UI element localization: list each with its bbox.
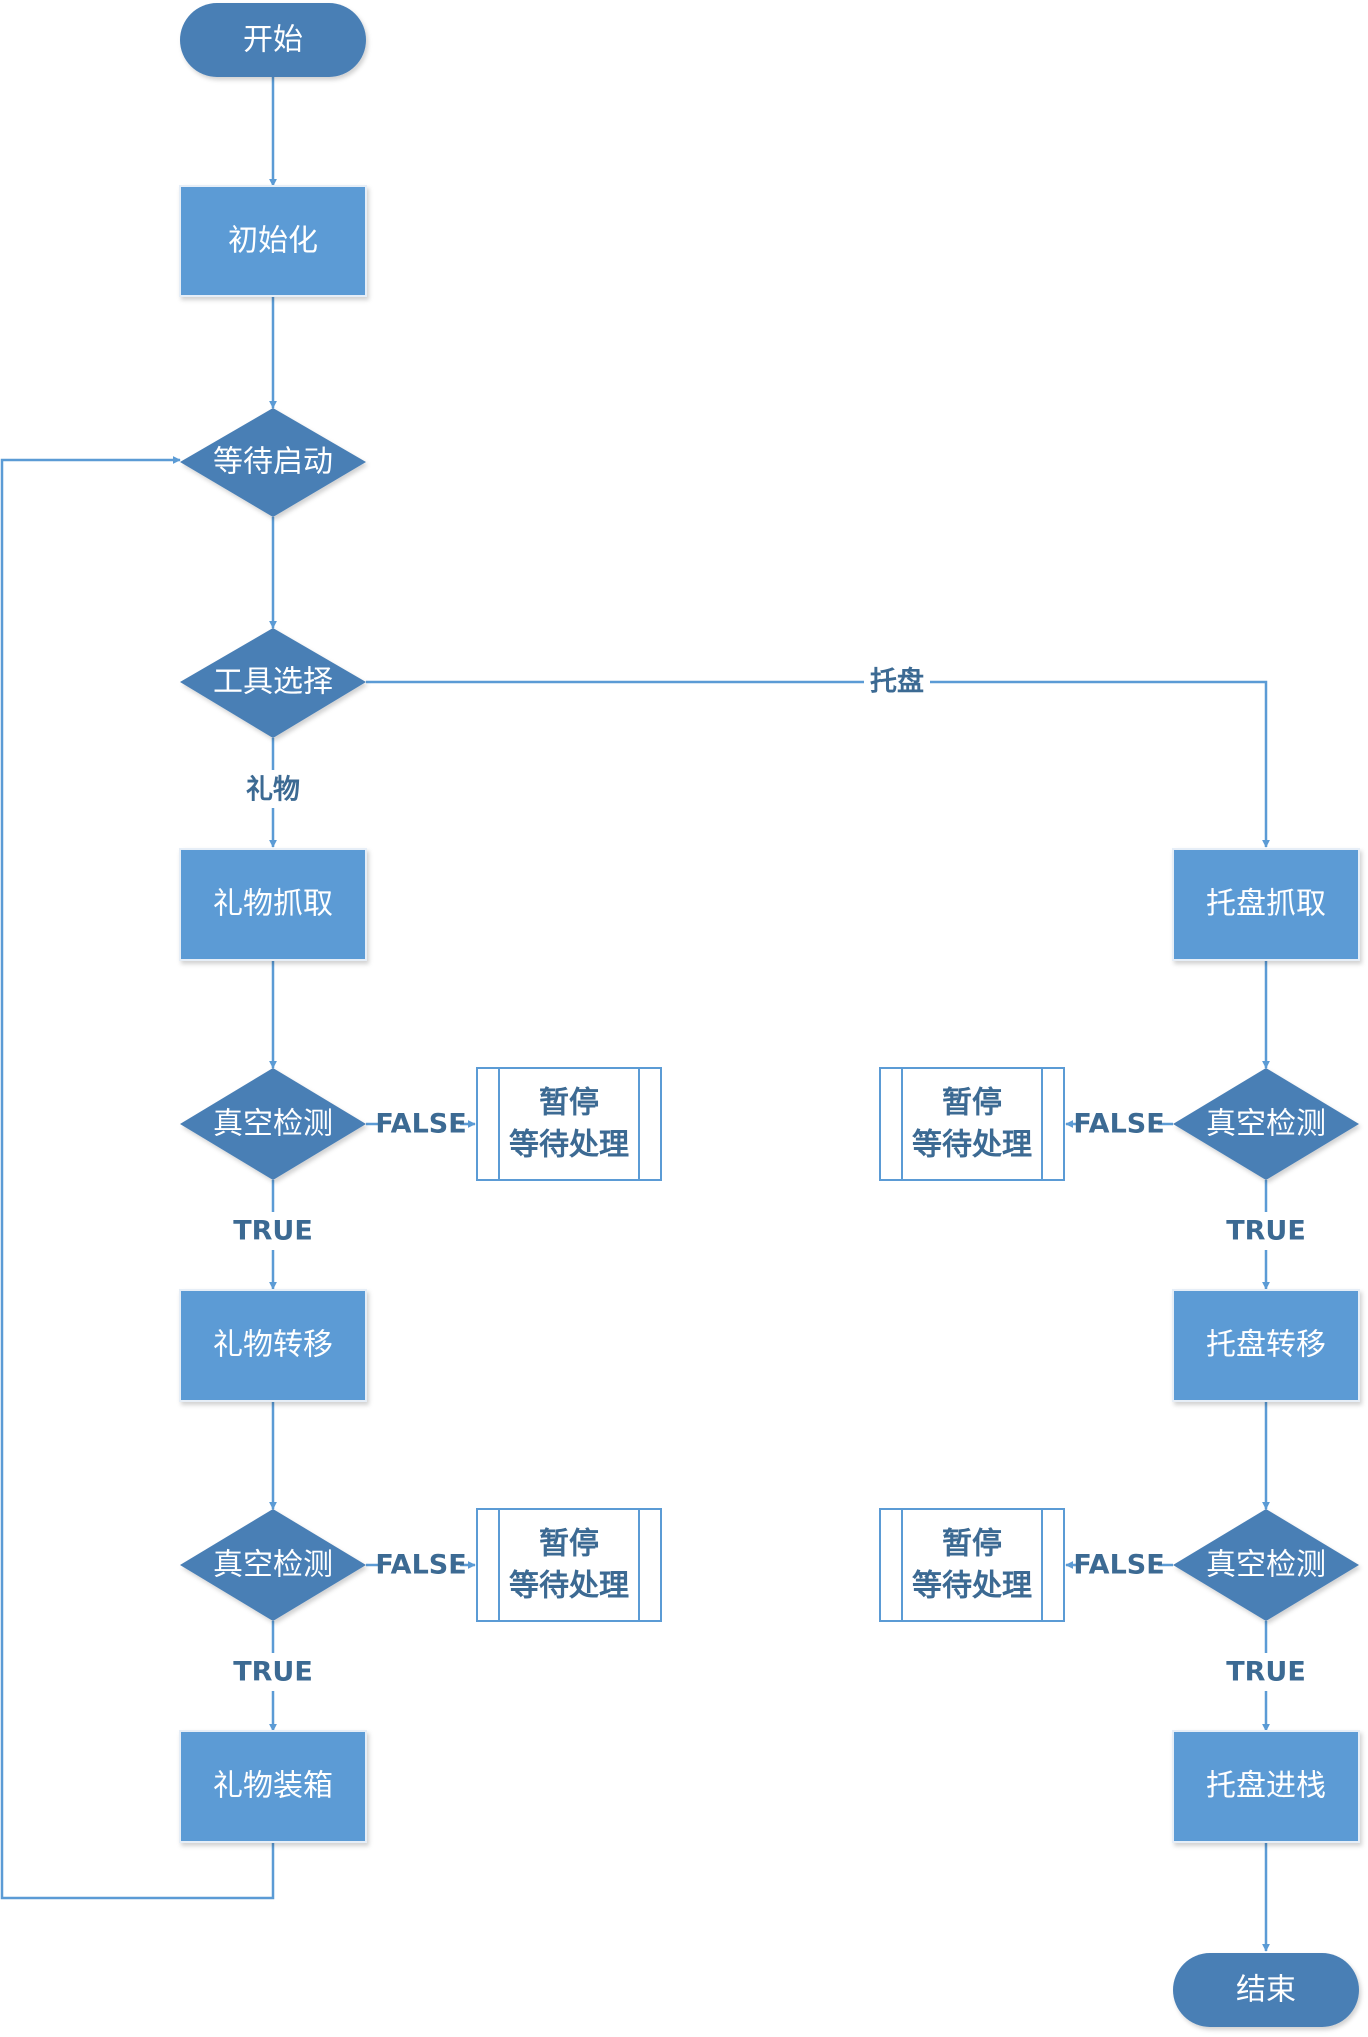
node-start-label: 开始 [243,23,303,58]
node-gift-transfer: 礼物转移 [179,1289,367,1402]
node-tool-select-label: 工具选择 [213,665,333,700]
node-tray-pause2-line1: 暂停 [942,1527,1002,1562]
node-tray-stack-label: 托盘进栈 [1206,1769,1326,1804]
node-tray-grab: 托盘抓取 [1172,848,1360,961]
node-tray-pause2-line2: 等待处理 [912,1569,1032,1604]
node-init: 初始化 [179,185,367,297]
node-tray-pause1-line2: 等待处理 [912,1128,1032,1163]
node-gift-grab-label: 礼物抓取 [213,887,333,922]
node-tray-stack: 托盘进栈 [1172,1730,1360,1843]
node-gift-pause1-line2: 等待处理 [509,1128,629,1163]
edge-label-false-gift2: FALSE [375,1550,466,1581]
node-gift-pause2: 暂停 等待处理 [476,1508,662,1622]
edge-label-false-tray1: FALSE [1073,1109,1164,1140]
edge-label-true-gift2: TRUE [233,1657,313,1688]
node-tray-vac1-label: 真空检测 [1206,1107,1326,1142]
node-gift-grab: 礼物抓取 [179,848,367,961]
node-tray-transfer-label: 托盘转移 [1206,1328,1326,1363]
node-start: 开始 [180,3,366,77]
node-tray-pause2: 暂停 等待处理 [879,1508,1065,1622]
edge-label-false-tray2: FALSE [1073,1550,1164,1581]
node-tray-vac1: 真空检测 [1173,1068,1359,1180]
node-gift-pause2-line1: 暂停 [539,1527,599,1562]
edge-giftbox-loop [0,456,275,1900]
node-wait-start: 等待启动 [180,408,366,517]
node-gift-box: 礼物装箱 [179,1730,367,1843]
node-gift-vac2: 真空检测 [180,1509,366,1621]
node-tray-pause1-line1: 暂停 [942,1086,1002,1121]
edge-label-true-tray2: TRUE [1226,1657,1306,1688]
node-end-label: 结束 [1236,1973,1296,2008]
node-wait-start-label: 等待启动 [213,445,333,480]
node-tray-grab-label: 托盘抓取 [1206,887,1326,922]
node-gift-pause2-line2: 等待处理 [509,1569,629,1604]
node-gift-transfer-label: 礼物转移 [213,1328,333,1363]
edge-label-gift: 礼物 [246,774,300,806]
edge-tool-traygrab [366,680,1270,848]
node-tray-pause1: 暂停 等待处理 [879,1067,1065,1181]
node-tray-vac2-label: 真空检测 [1206,1548,1326,1583]
edge-label-false-gift1: FALSE [375,1109,466,1140]
node-init-label: 初始化 [228,224,318,259]
node-tray-vac2: 真空检测 [1173,1509,1359,1621]
node-tool-select: 工具选择 [180,628,366,738]
node-gift-vac1: 真空检测 [180,1068,366,1180]
edge-label-tray: 托盘 [870,666,924,698]
node-gift-pause1: 暂停 等待处理 [476,1067,662,1181]
node-gift-pause1-line1: 暂停 [539,1086,599,1121]
node-tray-transfer: 托盘转移 [1172,1289,1360,1402]
edge-label-true-tray1: TRUE [1226,1216,1306,1247]
node-gift-box-label: 礼物装箱 [213,1769,333,1804]
edge-label-true-gift1: TRUE [233,1216,313,1247]
node-gift-vac1-label: 真空检测 [213,1107,333,1142]
node-end: 结束 [1173,1953,1359,2027]
node-gift-vac2-label: 真空检测 [213,1548,333,1583]
